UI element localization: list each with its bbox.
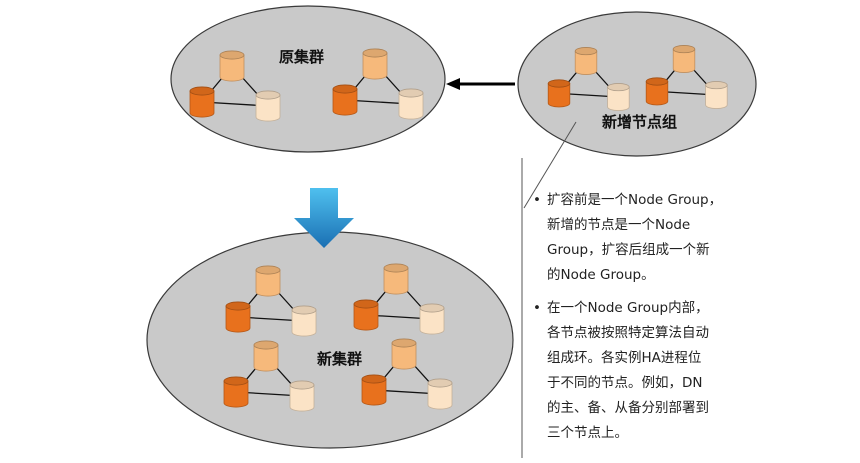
node-cylinder-icon — [219, 50, 245, 82]
node-cylinder-icon — [607, 83, 630, 111]
node-cylinder-icon — [574, 47, 598, 75]
node-cylinder-icon — [225, 301, 251, 333]
node-group — [225, 265, 317, 337]
note-line: 新增的节点是一个Node — [547, 217, 691, 233]
node-cylinder-icon — [255, 265, 281, 297]
node-cylinder-icon — [223, 376, 249, 408]
node-group — [547, 47, 630, 111]
node-cylinder-icon — [419, 303, 445, 335]
note-line: 于不同的节点。例如，DN — [547, 375, 703, 391]
node-cylinder-icon — [547, 79, 571, 108]
node-group — [361, 338, 453, 410]
node-cylinder-icon — [291, 305, 317, 337]
node-cylinder-icon — [255, 90, 281, 122]
merge-arrow-head — [446, 78, 460, 90]
node-cylinder-icon — [645, 77, 669, 106]
node-cylinder-icon — [332, 84, 358, 116]
node-cylinder-icon — [353, 299, 379, 331]
node-cylinder-icon — [427, 378, 453, 410]
new-node-group-ellipse — [517, 11, 757, 157]
original-cluster-label: 原集群 — [279, 48, 325, 66]
original-cluster-ellipse — [170, 5, 446, 153]
expand-down-arrow — [294, 188, 354, 248]
new-cluster-ellipse — [146, 231, 514, 449]
node-group — [332, 48, 424, 120]
node-group — [189, 50, 281, 122]
note-line: 各节点被按照特定算法自动 — [547, 325, 709, 341]
node-group — [645, 45, 728, 109]
node-cylinder-icon — [398, 88, 424, 120]
note-line: 扩容前是一个Node Group， — [547, 192, 723, 208]
note-line: 三个节点上。 — [547, 425, 628, 441]
note-line: 的主、备、从备分别部署到 — [547, 400, 709, 416]
note-line: 的Node Group。 — [547, 267, 655, 283]
node-cylinder-icon — [383, 263, 409, 295]
node-cylinder-icon — [705, 81, 728, 109]
note-line: 组成环。各实例HA进程位 — [547, 350, 702, 366]
note-line: 在一个Node Group内部， — [547, 300, 709, 316]
node-cylinder-icon — [253, 340, 279, 372]
note-item: 在一个Node Group内部， 各节点被按照特定算法自动 组成环。各实例HA进… — [533, 296, 743, 446]
note-line: Group，扩容后组成一个新 — [547, 242, 710, 258]
node-group — [353, 263, 445, 335]
node-cylinder-icon — [391, 338, 417, 370]
node-cylinder-icon — [189, 86, 215, 118]
node-group — [223, 340, 315, 412]
new-cluster-label: 新集群 — [317, 350, 363, 368]
new-node-group-label: 新增节点组 — [602, 113, 678, 131]
note-item: 扩容前是一个Node Group， 新增的节点是一个Node Group，扩容后… — [533, 188, 743, 288]
node-cylinder-icon — [289, 380, 315, 412]
notes-panel: 扩容前是一个Node Group， 新增的节点是一个Node Group，扩容后… — [533, 188, 743, 454]
node-cylinder-icon — [361, 374, 387, 406]
node-cylinder-icon — [672, 45, 696, 73]
node-cylinder-icon — [362, 48, 388, 80]
